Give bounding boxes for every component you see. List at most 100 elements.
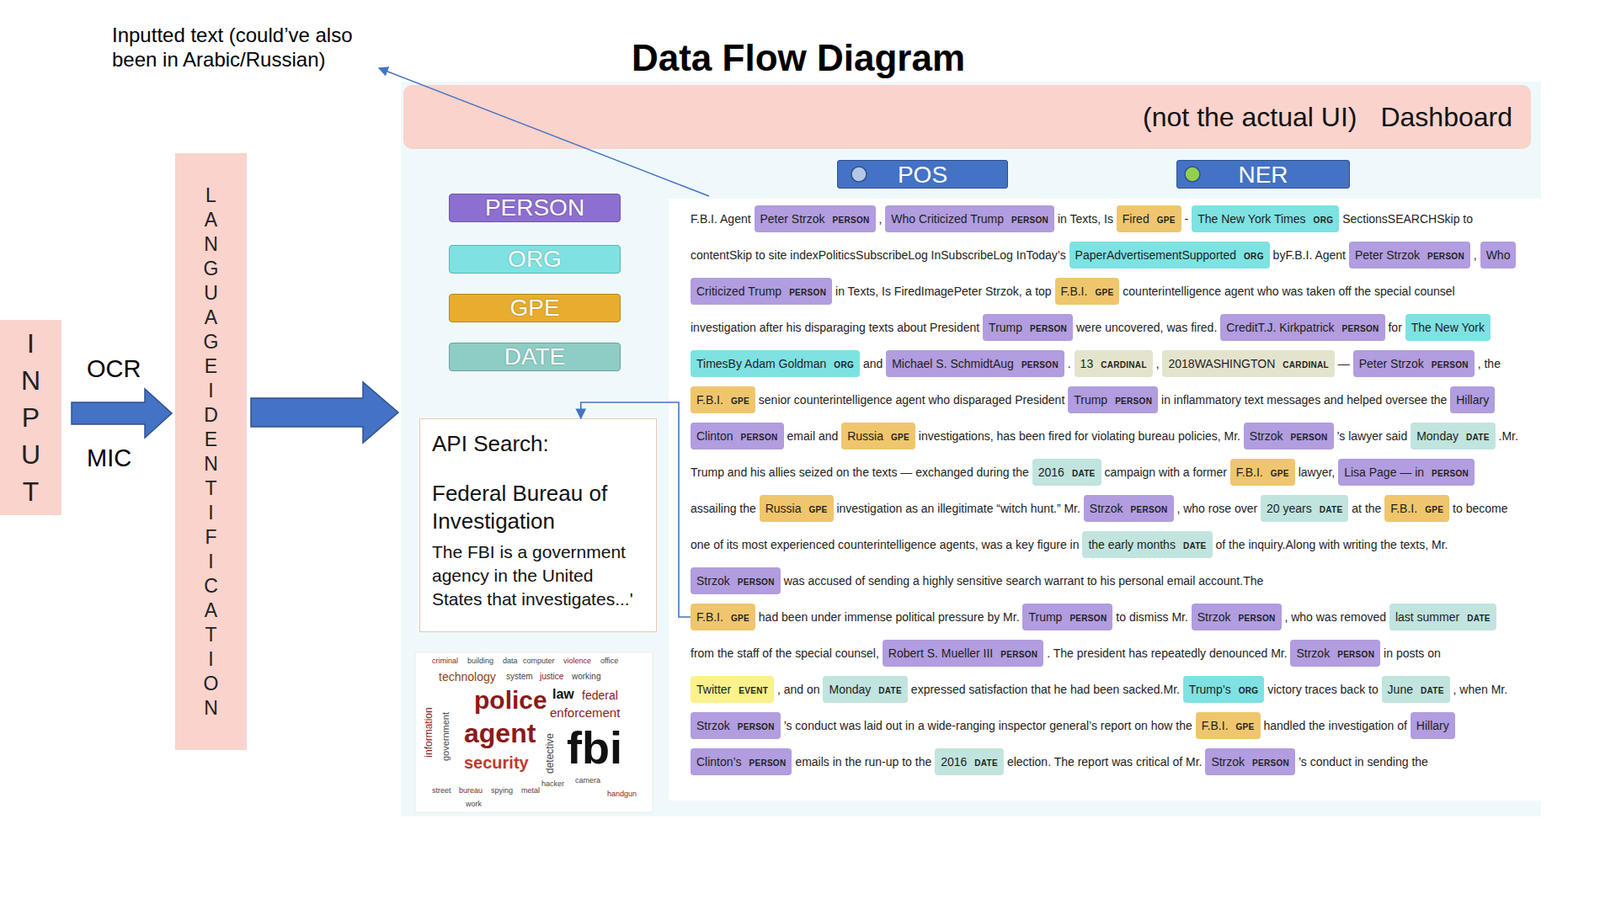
entity-text: Trump	[988, 320, 1023, 335]
entity-highlight: last summerDATE	[1389, 603, 1497, 631]
entity-text: Strzok	[696, 719, 731, 733]
entity-text: Strzok	[1296, 646, 1330, 661]
entity-label: GPE	[1270, 469, 1290, 479]
body-text: ,	[1156, 357, 1160, 371]
entity-label: PERSON	[1021, 360, 1059, 370]
word-cloud-word: justice	[539, 672, 564, 682]
body-text: ’s conduct was laid out in a wide-rangin…	[784, 719, 1193, 733]
word-cloud-word: working	[571, 672, 601, 682]
entity-label: PERSON	[832, 215, 870, 225]
entity-highlight: StrzokPERSON	[690, 567, 781, 595]
entity-highlight: Who Criticized TrumpPERSON	[885, 205, 1055, 233]
entity-text: 13	[1080, 357, 1094, 371]
entity-highlight: 20 years DATE	[1260, 495, 1349, 523]
entity-label: GPE	[1424, 505, 1444, 515]
entity-text: Monday	[1416, 429, 1459, 443]
box-heading: API Search:	[432, 429, 645, 459]
entity-highlight: F.B.I.GPE	[1230, 458, 1296, 486]
entity-label: DATE	[974, 758, 998, 768]
entity-highlight: Peter StrzokPERSON	[1349, 241, 1471, 269]
toggle-button: NER	[1176, 160, 1350, 189]
entity-label: GPE	[730, 396, 750, 406]
body-text: ’s conduct in sending the	[1298, 755, 1429, 769]
entity-highlight: Robert S. Mueller IIIPERSON	[882, 640, 1045, 667]
body-text: . The president has repeatedly denounced…	[1046, 646, 1287, 661]
entity-highlight: Strzok PERSON	[1290, 640, 1381, 667]
word-cloud-word: federal	[581, 689, 619, 702]
entity-text: Peter Strzok	[760, 212, 826, 226]
entity-highlight: F.B.I. GPE	[690, 386, 756, 414]
block-arrow	[71, 389, 172, 438]
body-text: in posts on	[1383, 646, 1441, 661]
entity-highlight: RussiaGPE	[759, 495, 834, 523]
entity-text: Strzok	[1089, 501, 1124, 516]
word-cloud-background	[415, 652, 653, 813]
entity-text: Trump’s	[1189, 682, 1232, 697]
entity-text: Fired	[1122, 212, 1150, 226]
body-text: investigations, has been fired for viola…	[918, 429, 1241, 443]
entity-label: PERSON	[737, 722, 775, 732]
body-text: , who was removed	[1284, 610, 1387, 624]
entity-text: Lisa Page — in	[1344, 465, 1424, 480]
entity-label: PERSON	[1431, 360, 1469, 370]
body-text: —	[1338, 357, 1350, 371]
body-text: and	[863, 357, 883, 371]
body-text: victory traces back to	[1267, 682, 1379, 697]
dashboard-header-band: (not the actual UI)Dashboard	[403, 85, 1531, 150]
entity-highlight: F.B.I.GPE	[1195, 712, 1261, 740]
entity-label: PERSON	[1069, 613, 1107, 624]
word-cloud-word: computer	[522, 657, 555, 666]
entity-text: 2016	[940, 755, 967, 769]
entity-label: PERSON	[1337, 650, 1375, 660]
text-panel: F.B.I. Agent Peter StrzokPERSON , Who Cr…	[668, 198, 1542, 801]
entity-highlight: Peter Strzok PERSON	[754, 205, 876, 233]
body-text: in inflammatory text messages and helped…	[1161, 393, 1447, 407]
body-text: for	[1387, 320, 1402, 335]
entity-text: F.B.I.	[696, 610, 724, 624]
entity-highlight: 2016DATE	[1032, 458, 1102, 486]
body-text: ’s lawyer said	[1336, 429, 1408, 443]
entity-label: GPE	[809, 505, 828, 515]
entity-label: DATE	[1319, 505, 1344, 515]
entity-text: 20 years	[1266, 501, 1312, 516]
entity-label: PERSON	[1342, 324, 1380, 334]
entity-highlight: TrumpPERSON	[1067, 386, 1158, 414]
annotation-text: Inputted text (could’ve also been in Ara…	[112, 22, 395, 73]
entity-label: PERSON	[737, 577, 775, 587]
word-cloud-word: technology	[438, 671, 496, 683]
body-text: election. The report was critical of Mr.	[1007, 755, 1203, 769]
entity-text: F.B.I.	[1061, 284, 1088, 299]
body-text: of the inquiry.Along with writing the te…	[1215, 538, 1448, 552]
entity-label: ORG	[1243, 251, 1264, 262]
entity-highlight: TwitterEVENT	[690, 676, 774, 704]
block-arrow	[250, 382, 399, 443]
toggle-button: POS	[837, 160, 1008, 189]
word-cloud-word: fbi	[566, 725, 623, 771]
word-cloud-word: agent	[464, 720, 536, 747]
entity-text: F.B.I.	[696, 393, 724, 407]
entity-highlight: TrumpPERSON	[1022, 603, 1113, 631]
entity-highlight: StrzokPERSON	[1191, 603, 1282, 631]
body-text: to dismiss Mr.	[1115, 610, 1189, 624]
body-text: , and on	[777, 682, 821, 697]
entity-text: The New York Times	[1197, 212, 1306, 226]
entity-label: PERSON	[1237, 613, 1275, 624]
entity-highlight: Fired GPE	[1116, 205, 1182, 233]
entity-label: PERSON	[1029, 324, 1067, 334]
entity-label: DATE	[1072, 469, 1096, 479]
body-text: , who rose over	[1176, 501, 1258, 516]
entity-label: ORG	[833, 360, 854, 370]
entity-highlight: Peter StrzokPERSON	[1353, 350, 1475, 378]
entity-text: PaperAdvertisementSupported	[1075, 248, 1237, 262]
body-text: , the	[1477, 357, 1501, 371]
body-text: ,	[1473, 248, 1478, 262]
box-text: NER	[1237, 161, 1288, 188]
body-text: senior counterintelligence agent who dis…	[758, 393, 1065, 407]
entity-label: DATE	[1420, 686, 1445, 696]
body-text: byF.B.I. Agent	[1273, 248, 1346, 262]
entity-label: GPE	[730, 613, 750, 624]
body-text: emails in the run-up to the	[794, 755, 932, 769]
entity-label: GPE	[1157, 215, 1176, 225]
entity-label: PERSON	[1011, 215, 1049, 225]
entity-text: Monday	[828, 682, 871, 697]
